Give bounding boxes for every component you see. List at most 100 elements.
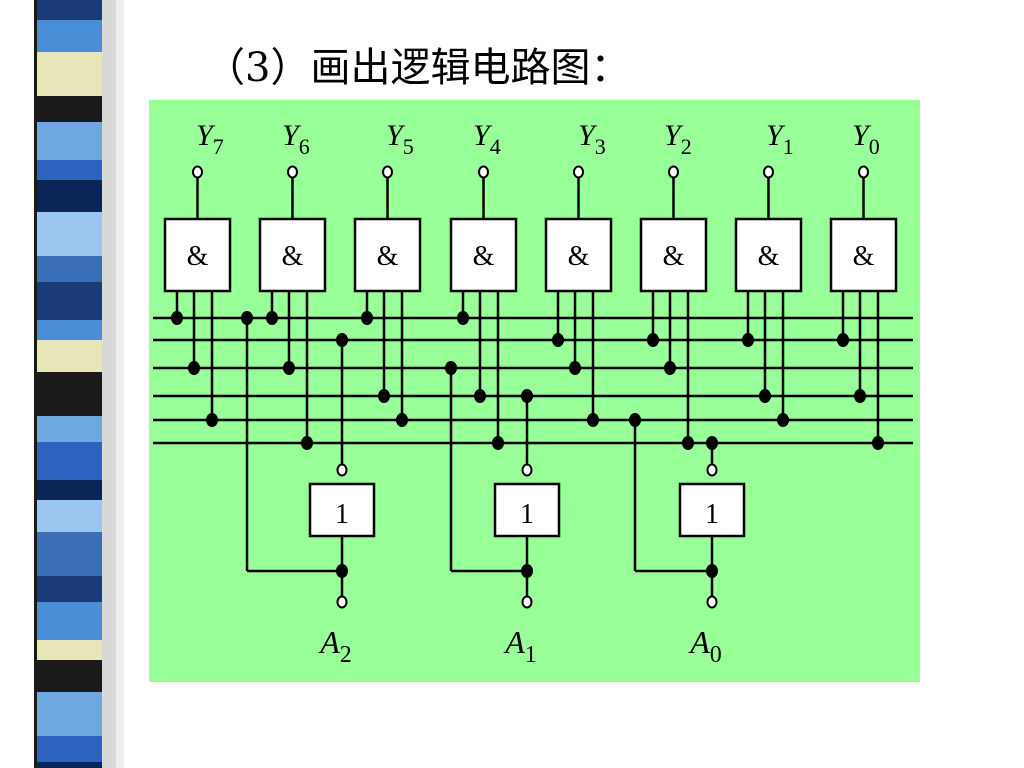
stripe-block bbox=[36, 96, 102, 122]
stripe-block bbox=[36, 160, 102, 180]
stripe-block bbox=[36, 660, 102, 692]
diagram-panel bbox=[149, 100, 920, 682]
stripe-block bbox=[36, 416, 102, 442]
and-gate bbox=[163, 217, 232, 293]
junction-dot bbox=[706, 436, 718, 450]
junction-dot bbox=[552, 333, 564, 347]
and-gate-label: & bbox=[758, 241, 780, 272]
junction-dot bbox=[777, 413, 789, 427]
junction-dot bbox=[664, 361, 676, 375]
and-gate bbox=[829, 217, 898, 293]
stripe-block bbox=[36, 256, 102, 282]
stripe-block bbox=[36, 640, 102, 660]
and-gate bbox=[544, 217, 613, 293]
junction-dot-layer bbox=[171, 165, 884, 609]
stripe-block bbox=[36, 0, 102, 20]
and-gate bbox=[449, 217, 518, 293]
decorative-stripe-column bbox=[34, 0, 124, 768]
junction-dot bbox=[301, 436, 313, 450]
output-terminal bbox=[287, 165, 298, 179]
slide-title: （3）画出逻辑电路图： bbox=[205, 45, 631, 91]
junction-dot bbox=[336, 333, 348, 347]
output-terminal bbox=[192, 165, 203, 179]
junction-dot bbox=[378, 389, 390, 403]
output-label-y2: Y2 bbox=[664, 119, 692, 159]
output-label-y1: Y1 bbox=[766, 119, 794, 159]
not-gate-label: 1 bbox=[335, 499, 349, 530]
junction-dot bbox=[457, 311, 469, 325]
junction-dot bbox=[587, 413, 599, 427]
stripe-block bbox=[36, 500, 102, 532]
junction-dot bbox=[361, 311, 373, 325]
junction-dot bbox=[171, 311, 183, 325]
junction-dot bbox=[742, 333, 754, 347]
junction-dot bbox=[759, 389, 771, 403]
junction-dot bbox=[396, 413, 408, 427]
output-label-y4: Y4 bbox=[473, 119, 501, 159]
and-gate bbox=[734, 217, 803, 293]
junction-dot bbox=[492, 436, 504, 450]
stripe-block bbox=[36, 340, 102, 372]
output-label-y5: Y5 bbox=[386, 119, 414, 159]
output-terminal bbox=[668, 165, 679, 179]
junction-dot bbox=[647, 333, 659, 347]
and-gate-label: & bbox=[568, 241, 590, 272]
output-terminal bbox=[478, 165, 489, 179]
and-gate-label: & bbox=[473, 241, 495, 272]
and-gate bbox=[353, 217, 422, 293]
stripe-block bbox=[36, 20, 102, 52]
not-gate-label: 1 bbox=[520, 499, 534, 530]
junction-dot bbox=[241, 311, 253, 325]
stripe-block bbox=[36, 372, 102, 416]
stripe-block bbox=[36, 602, 102, 640]
output-terminal bbox=[858, 165, 869, 179]
inverter-bubble bbox=[336, 463, 348, 477]
not-gate bbox=[308, 482, 376, 538]
not-gate bbox=[493, 482, 561, 538]
output-terminal bbox=[573, 165, 584, 179]
stripe-block bbox=[36, 692, 102, 736]
output-label-y0: Y0 bbox=[852, 119, 880, 159]
junction-dot bbox=[188, 361, 200, 375]
output-terminal bbox=[763, 165, 774, 179]
junction-dot bbox=[706, 564, 718, 578]
output-label-y7: Y7 bbox=[196, 119, 224, 159]
and-gate-label: & bbox=[853, 241, 875, 272]
and-gate bbox=[258, 217, 327, 293]
stripe-block bbox=[36, 480, 102, 500]
output-terminal bbox=[382, 165, 393, 179]
junction-dot bbox=[837, 333, 849, 347]
and-gate-label: & bbox=[377, 241, 399, 272]
junction-dot bbox=[336, 564, 348, 578]
junction-dot bbox=[872, 436, 884, 450]
output-label-y6: Y6 bbox=[282, 119, 310, 159]
junction-dot bbox=[474, 389, 486, 403]
stripe-edge-line bbox=[34, 0, 37, 768]
stripe-block bbox=[36, 320, 102, 340]
inverter-bubble bbox=[706, 463, 718, 477]
stripe-block bbox=[36, 762, 102, 768]
and-gate-label: & bbox=[663, 241, 685, 272]
stripe-block bbox=[36, 52, 102, 96]
input-terminal bbox=[521, 595, 533, 609]
stripe-block bbox=[36, 122, 102, 160]
stripe-block bbox=[36, 442, 102, 480]
stripe-shadow bbox=[102, 0, 116, 768]
input-label-a2: A2 bbox=[318, 624, 352, 668]
stripe-block bbox=[36, 212, 102, 256]
stripe-shadow-light bbox=[116, 0, 124, 768]
stripe-block bbox=[36, 576, 102, 602]
and-gate-label: & bbox=[282, 241, 304, 272]
output-label-y3: Y3 bbox=[578, 119, 606, 159]
and-gate bbox=[639, 217, 708, 293]
not-gate bbox=[678, 482, 746, 538]
input-terminal bbox=[706, 595, 718, 609]
stripe-block bbox=[36, 180, 102, 212]
junction-dot bbox=[569, 361, 581, 375]
not-gate-label: 1 bbox=[705, 499, 719, 530]
input-label-a0: A0 bbox=[688, 624, 722, 668]
junction-dot bbox=[206, 413, 218, 427]
